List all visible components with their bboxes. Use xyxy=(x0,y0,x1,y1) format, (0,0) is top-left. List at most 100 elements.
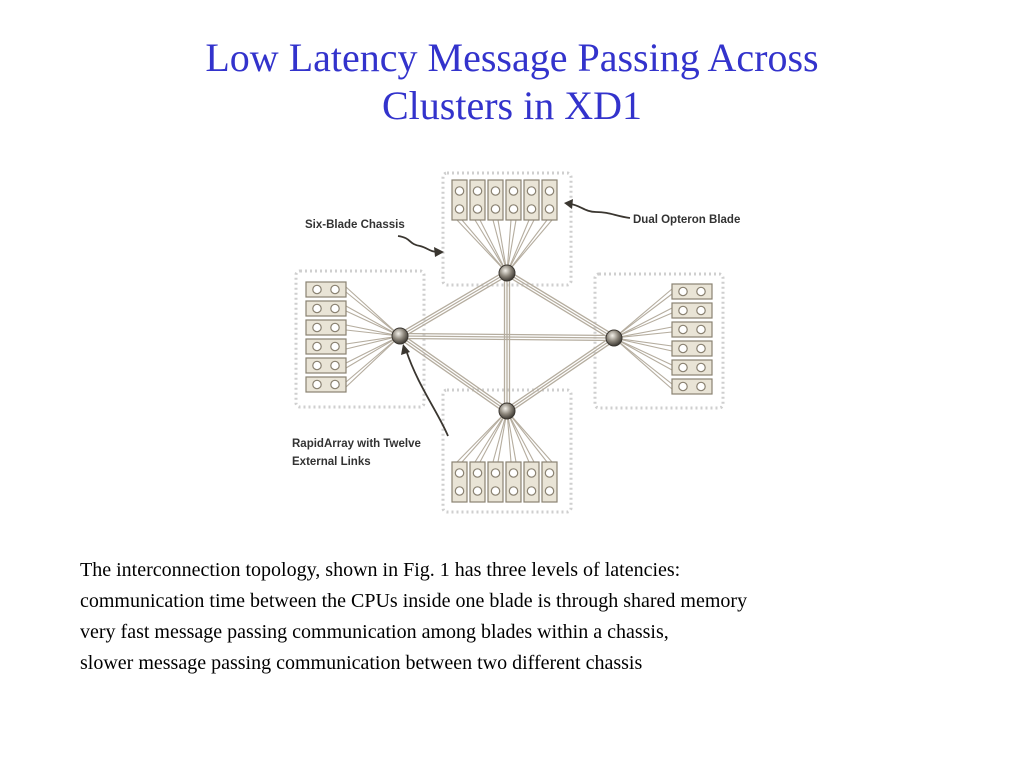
blade-link xyxy=(613,293,673,339)
link-bottom-left-strand xyxy=(398,337,506,414)
callout-arrows xyxy=(397,203,631,437)
cpu-circle xyxy=(678,343,688,354)
blade-link xyxy=(506,219,512,274)
blade-link xyxy=(345,335,401,388)
cpu-circle xyxy=(696,286,706,297)
cpu-circle xyxy=(454,486,465,496)
arrowhead-six-blade-chassis xyxy=(434,247,444,257)
blade-link xyxy=(474,219,508,274)
cpu-circle xyxy=(454,186,465,196)
blade-link xyxy=(506,219,535,274)
cpu-circle xyxy=(312,284,322,295)
blade xyxy=(671,359,713,376)
blade-link xyxy=(506,219,553,274)
blade-body xyxy=(469,461,486,503)
blade-link xyxy=(506,410,535,463)
blade xyxy=(671,283,713,300)
cpu-circle xyxy=(330,322,340,333)
label-rapidarray-line-1: RapidArray with Twelve xyxy=(292,438,421,450)
cpu-circle xyxy=(678,305,688,316)
blade xyxy=(305,281,347,298)
label-six-blade-chassis: Six-Blade Chassis xyxy=(305,219,405,231)
blade-body xyxy=(541,179,558,221)
blade xyxy=(523,179,540,221)
cpu-circle xyxy=(454,468,465,478)
chassis-left-blades xyxy=(305,281,347,393)
cpu-circle xyxy=(490,468,501,478)
cluster-topology-diagram: Six-Blade Chassis Dual Opteron Blade Rap… xyxy=(270,160,760,520)
cpu-circle xyxy=(330,303,340,314)
label-dual-opteron-blade: Dual Opteron Blade xyxy=(633,214,740,226)
cpu-circle xyxy=(526,486,537,496)
blade-body xyxy=(305,357,347,374)
switch-right xyxy=(605,329,623,347)
blade-link xyxy=(506,410,548,463)
slide-title: Low Latency Message Passing Across Clust… xyxy=(112,34,912,130)
arrow-rapidarray xyxy=(405,349,449,437)
cpu-circle xyxy=(544,486,555,496)
blade-link xyxy=(345,329,401,337)
blade-body xyxy=(671,321,713,338)
blade xyxy=(469,179,486,221)
cpu-circle xyxy=(526,468,537,478)
chassis-right-blades xyxy=(671,283,713,395)
cpu-circle xyxy=(330,341,340,352)
blade-body xyxy=(541,461,558,503)
cpu-circle xyxy=(330,284,340,295)
blade xyxy=(305,357,347,374)
blade xyxy=(305,376,347,393)
blade-link xyxy=(613,337,673,371)
arrow-dual-opteron-blade xyxy=(569,203,631,219)
blade-body xyxy=(487,461,504,503)
blade-link xyxy=(506,410,553,463)
blade-link xyxy=(461,219,508,274)
blade-body xyxy=(451,461,468,503)
blade-body xyxy=(505,461,522,503)
link-top-left-strand xyxy=(400,274,509,339)
link-bottom-right xyxy=(505,335,616,414)
blade xyxy=(305,300,347,317)
blade-link xyxy=(461,410,508,463)
blade xyxy=(541,461,558,503)
cpu-circle xyxy=(544,204,555,214)
cpu-circle xyxy=(312,379,322,390)
arrowhead-dual-opteron-blade xyxy=(564,199,573,209)
arrowhead-rapidarray xyxy=(401,344,410,355)
blade-link xyxy=(506,410,530,463)
blade-body xyxy=(469,179,486,221)
blade-link xyxy=(345,335,401,383)
cpu-circle xyxy=(454,204,465,214)
cpu-circle xyxy=(312,322,322,333)
blade xyxy=(487,179,504,221)
blade-body xyxy=(305,319,347,336)
blade-body xyxy=(505,179,522,221)
blade xyxy=(451,179,468,221)
blade-body xyxy=(671,340,713,357)
body-text: The interconnection topology, shown in F… xyxy=(80,555,980,679)
blade-link xyxy=(345,291,401,337)
arrow-heads xyxy=(401,199,573,355)
blades xyxy=(305,179,713,503)
cpu-circle xyxy=(678,324,688,335)
link-top-right-strand xyxy=(505,274,614,341)
chassis-bottom-blades xyxy=(451,461,558,503)
link-top-left-strand xyxy=(398,270,507,335)
blade-link xyxy=(506,219,548,274)
slide-title-line-1: Low Latency Message Passing Across xyxy=(205,35,819,80)
cpu-circle xyxy=(472,486,483,496)
blade-link xyxy=(345,335,401,364)
link-bottom-right-strand xyxy=(508,339,616,414)
blade-link xyxy=(456,219,508,274)
link-bottom-left-strand xyxy=(401,333,509,410)
cpu-circle xyxy=(678,286,688,297)
switch-bottom xyxy=(498,402,516,420)
cpu-circle xyxy=(678,362,688,373)
blade-link xyxy=(506,410,517,463)
chassis-top-blades xyxy=(451,179,558,221)
blade xyxy=(671,340,713,357)
blade-link xyxy=(506,219,530,274)
blade xyxy=(505,461,522,503)
link-bundles xyxy=(345,219,673,463)
blade xyxy=(487,461,504,503)
link-top-right-strand xyxy=(507,270,616,337)
